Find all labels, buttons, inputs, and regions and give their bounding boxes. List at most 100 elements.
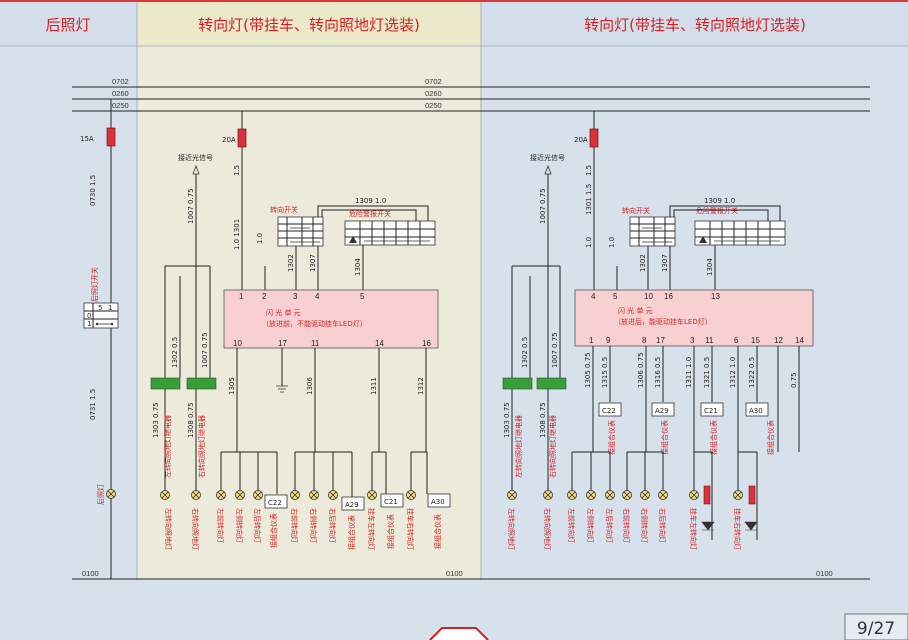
switch-row-1: 1 [87, 320, 91, 328]
right-lamp-4 [586, 490, 596, 500]
header-right: 转向灯(带挂车、转向照地灯选装) [584, 16, 806, 34]
mid-lamp-4 [235, 490, 245, 500]
fuse-20a-mid-label: 20A [222, 136, 236, 144]
right-conn-c21-label: C21 [704, 407, 718, 415]
right-top-pin-16: 16 [664, 292, 673, 301]
wire-right-1312: 1312 1.0 [729, 357, 737, 388]
right-lamp-label-3: 左前转向灯 [567, 508, 576, 543]
middle-circuit: 20A 1.5 1.0 1301 1.0 接近光信号 1007 0.75 转向开… [150, 111, 451, 550]
right-lamp-label-5: 左后转向灯 [605, 508, 614, 543]
mid-top-pin-1: 1 [239, 292, 244, 301]
mid-bot-pin-17: 17 [278, 339, 287, 348]
mid-conn-label-3: 接组合仪表 [386, 514, 395, 549]
mid-lamp-9 [367, 490, 377, 500]
mid-lamp-label-6: 右前转向灯 [290, 508, 299, 543]
right-conn-label-4: 接组合仪表 [766, 420, 775, 455]
right-lamp-label-4: 左侧转向灯 [586, 508, 595, 543]
right-lamp-6 [622, 490, 632, 500]
mid-lamp-3 [216, 490, 226, 500]
right-lamp-1 [507, 490, 517, 500]
right-bot-pin-1: 1 [589, 336, 594, 345]
right-conn-a29 [651, 402, 675, 417]
rear-lamp-bulb [106, 489, 116, 499]
mid-top-pin-4: 4 [315, 292, 320, 301]
mid-turn-switch-label: 转向开关 [270, 205, 298, 214]
right-conn-label-3: 接组合仪表 [709, 420, 718, 455]
wire-right-1301: 1301 1.5 [585, 184, 593, 215]
right-flasher-title: 闪 光 单 元 [618, 306, 653, 315]
mid-conn-label-1: 接组合仪表 [269, 513, 278, 548]
header-right-bg [481, 2, 908, 46]
mid-right-relay [186, 377, 217, 390]
right-bot-pin-3: 3 [690, 336, 695, 345]
rear-lamp-switch: 0 1 5 1 [83, 302, 119, 329]
bus-label-0260: 0260 [112, 89, 129, 98]
mid-conn-a30 [427, 493, 451, 508]
wire-right-1315: 1315 0.5 [601, 357, 609, 388]
wire-mid-1302-05: 1302 0.5 [171, 337, 179, 368]
right-conn-a30-label: A30 [749, 407, 763, 415]
right-bot-pin-9: 9 [606, 336, 611, 345]
wire-mid-1007-075: 1007 0.75 [201, 332, 209, 368]
header-middle-bg [137, 2, 481, 46]
top-rule [0, 0, 908, 2]
right-lamp-9 [689, 490, 699, 500]
right-right-relay-label: 右转向照地灯继电器 [548, 415, 557, 478]
right-turn-switch-label: 转向开关 [622, 206, 650, 215]
right-top-pin-13: 13 [711, 292, 720, 301]
mid-conn-a30-label: A30 [431, 498, 445, 506]
right-bot-pin-8: 8 [642, 336, 647, 345]
right-conn-c21 [700, 402, 724, 417]
right-top-pin-4: 4 [591, 292, 596, 301]
mid-bot-pin-11: 11 [311, 339, 320, 348]
header-left-bg [0, 2, 137, 46]
wire-mid-1308: 1308 0.75 [187, 402, 195, 438]
right-top-pin-10: 10 [644, 292, 653, 301]
mid-lamp-label-7: 右侧转向灯 [309, 508, 318, 543]
mid-hazard-switch-label: 危险警报开关 [349, 209, 391, 218]
right-lamp-2 [543, 490, 553, 500]
wire-right-1311: 1311 1.0 [685, 357, 693, 388]
wire-right-1305: 1305 0.75 [584, 352, 592, 388]
right-conn-c22-label: C22 [602, 407, 616, 415]
right-lamp-label-7: 右侧转向灯 [640, 508, 649, 543]
fuse-15a [106, 127, 116, 147]
right-conn-a29-label: A29 [655, 407, 669, 415]
wire-mid-1306: 1306 [306, 377, 314, 395]
mid-lamp-label-1: 左转向照地灯 [164, 508, 173, 550]
right-lamp-5 [605, 490, 615, 500]
mid-conn-a29 [341, 496, 365, 511]
rear-lamp-switch-label: 后照灯开关 [90, 267, 99, 302]
right-lamp-label-1: 左转向照地灯 [507, 508, 516, 550]
mid-flasher-unit [223, 289, 439, 349]
mid-left-relay [150, 377, 181, 390]
page-number: 9/27 [857, 619, 895, 639]
right-flasher-unit [574, 289, 814, 347]
right-bot-pin-14: 14 [795, 336, 804, 345]
fuse-20a-mid [237, 128, 247, 148]
mid-conn-c21-label: C21 [384, 498, 398, 506]
wire-0730: 0730 1.5 [89, 175, 97, 206]
mid-top-pin-2: 2 [262, 292, 267, 301]
right-flasher-sub: （放进后，能驱动挂车LED灯） [614, 317, 712, 326]
wire-right-1302: 1302 [639, 254, 647, 272]
right-lamp-label-10: 挂车右转向灯 [733, 508, 742, 550]
right-conn-a30 [745, 402, 769, 417]
mid-bot-pin-10: 10 [233, 339, 242, 348]
mid-lamp-6 [290, 490, 300, 500]
right-lamp-label-9: 挂车左转向灯 [689, 508, 698, 550]
right-proximity-label: 接近光信号 [530, 153, 565, 162]
wire-0731: 0731 1.5 [89, 389, 97, 420]
wire-right-1308: 1308 0.75 [539, 402, 547, 438]
right-hazard-switch [694, 220, 786, 246]
right-lamp-label-6: 右前转向灯 [622, 508, 631, 543]
mid-top-pin-5: 5 [360, 292, 365, 301]
right-led-resistor-1 [703, 485, 711, 505]
wire-right-1309: 1309 1.0 [704, 197, 735, 205]
mid-lamp-label-3: 左前转向灯 [216, 508, 225, 543]
right-bot-pin-15: 15 [751, 336, 760, 345]
fuse-20a-right [589, 128, 599, 148]
header-left: 后照灯 [45, 16, 90, 34]
wire-mid-1304: 1304 [354, 258, 362, 276]
